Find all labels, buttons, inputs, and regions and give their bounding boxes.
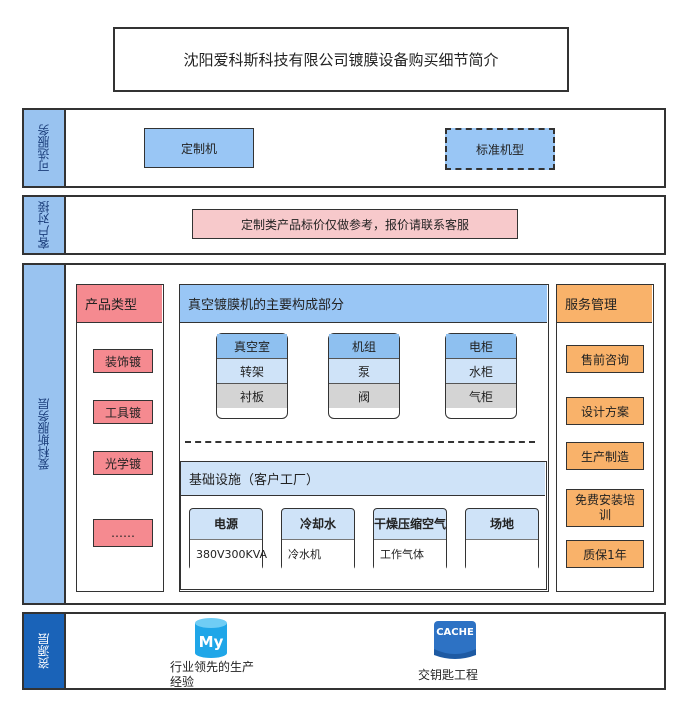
main-parts-panel: 真空镀膜机的主要构成部分 真空室 转架 衬板 机组 泵 阀 电柜 水柜 气柜 基… — [179, 284, 549, 592]
resource-label-experience: 行业领先的生产经验 — [170, 660, 255, 689]
section-divider — [185, 441, 535, 443]
service-warranty[interactable]: 质保1年 — [566, 540, 644, 568]
service-management-header: 服务管理 — [557, 285, 652, 323]
standard-model-box[interactable]: 标准机型 — [445, 128, 555, 170]
layer-label-service: 爱科斯服务层 — [24, 265, 66, 603]
product-types-panel: 产品类型 装饰镀 工具镀 光学镀 …… — [76, 284, 164, 592]
service-design[interactable]: 设计方案 — [566, 397, 644, 425]
component-vacuum-chamber[interactable]: 真空室 — [217, 334, 287, 359]
custom-machine-box[interactable]: 定制机 — [144, 128, 254, 168]
infra-cooling-water[interactable]: 冷却水 冷水机 — [281, 508, 355, 570]
price-notice-box: 定制类产品标价仅做参考，报价请联系客服 — [192, 209, 518, 239]
layer-label-optional: 可选服务 — [24, 110, 66, 186]
component-rotating-rack[interactable]: 转架 — [217, 359, 287, 384]
infra-dry-air[interactable]: 干燥压缩空气 工作气体 — [373, 508, 447, 570]
resource-label-turnkey: 交钥匙工程 — [418, 668, 479, 682]
main-parts-header: 真空镀膜机的主要构成部分 — [180, 285, 547, 323]
infra-site[interactable]: 场地 — [465, 508, 539, 570]
service-manufacturing[interactable]: 生产制造 — [566, 442, 644, 470]
svg-text:CACHE: CACHE — [436, 627, 474, 638]
layer-label-customer: 客户对接 — [24, 197, 66, 253]
service-management-panel: 服务管理 售前咨询 设计方案 生产制造 免费安装培训 质保1年 — [556, 284, 654, 592]
component-electric-cabinet[interactable]: 电柜 — [446, 334, 516, 359]
customer-layer: 客户对接 定制类产品标价仅做参考，报价请联系客服 — [22, 195, 666, 255]
infrastructure-panel: 基础设施（客户工厂） 电源 380V300KVA 冷却水 冷水机 干燥压缩空气 … — [180, 461, 547, 590]
layer-label-resource: 资源层 — [24, 614, 66, 688]
product-types-header: 产品类型 — [77, 285, 162, 323]
product-type-more[interactable]: …… — [93, 519, 153, 547]
component-group-cabinets: 电柜 水柜 气柜 — [445, 333, 517, 419]
infra-power[interactable]: 电源 380V300KVA — [189, 508, 267, 570]
service-installation[interactable]: 免费安装培训 — [566, 489, 644, 527]
service-layer: 爱科斯服务层 产品类型 装饰镀 工具镀 光学镀 …… 真空镀膜机的主要构成部分 … — [22, 263, 666, 605]
component-unit[interactable]: 机组 — [329, 334, 399, 359]
product-type-decorative[interactable]: 装饰镀 — [93, 349, 153, 373]
product-type-optical[interactable]: 光学镀 — [93, 451, 153, 475]
service-presale[interactable]: 售前咨询 — [566, 345, 644, 373]
page-title: 沈阳爱科斯科技有限公司镀膜设备购买细节简介 — [113, 27, 569, 92]
component-valve[interactable]: 阀 — [329, 384, 399, 408]
cache-database-icon: CACHE — [432, 619, 478, 659]
product-type-tool[interactable]: 工具镀 — [93, 400, 153, 424]
component-group-pump-unit: 机组 泵 阀 — [328, 333, 400, 419]
infrastructure-header: 基础设施（客户工厂） — [181, 462, 545, 496]
mysql-database-icon: My — [191, 617, 231, 659]
svg-text:My: My — [199, 633, 224, 651]
component-liner[interactable]: 衬板 — [217, 384, 287, 408]
component-water-cabinet[interactable]: 水柜 — [446, 359, 516, 384]
component-group-chamber: 真空室 转架 衬板 — [216, 333, 288, 419]
resource-layer: 资源层 My 行业领先的生产经验 CACHE 交钥匙工程 — [22, 612, 666, 690]
optional-services-layer: 可选服务 定制机 标准机型 — [22, 108, 666, 188]
component-pump[interactable]: 泵 — [329, 359, 399, 384]
component-gas-cabinet[interactable]: 气柜 — [446, 384, 516, 408]
